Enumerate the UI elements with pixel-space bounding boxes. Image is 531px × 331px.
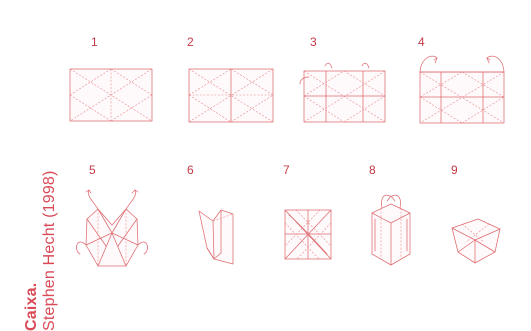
credit-title: Caixa. bbox=[24, 170, 40, 331]
step-number-8: 8 bbox=[369, 164, 376, 176]
step-3-diagram bbox=[300, 63, 385, 122]
step-1-diagram bbox=[70, 69, 152, 121]
step-number-7: 7 bbox=[283, 164, 290, 176]
step-number-5: 5 bbox=[89, 164, 96, 176]
credit-block: Caixa. Stephen Hecht (1998) bbox=[0, 0, 50, 331]
step-number-1: 1 bbox=[91, 36, 98, 48]
step-9-diagram bbox=[452, 219, 500, 263]
step-4-diagram bbox=[420, 56, 504, 123]
step-6-diagram bbox=[199, 210, 233, 264]
step-2-diagram bbox=[189, 69, 273, 122]
step-8-diagram bbox=[372, 195, 410, 265]
credit-author: Stephen Hecht (1998) bbox=[42, 170, 58, 331]
step-number-6: 6 bbox=[187, 164, 194, 176]
step-number-3: 3 bbox=[310, 36, 317, 48]
credit-text: Caixa. Stephen Hecht (1998) bbox=[24, 170, 58, 331]
step-number-2: 2 bbox=[187, 36, 194, 48]
step-number-4: 4 bbox=[418, 36, 425, 48]
step-number-9: 9 bbox=[451, 164, 458, 176]
step-7-diagram bbox=[285, 210, 331, 259]
step-5-diagram bbox=[76, 190, 147, 266]
